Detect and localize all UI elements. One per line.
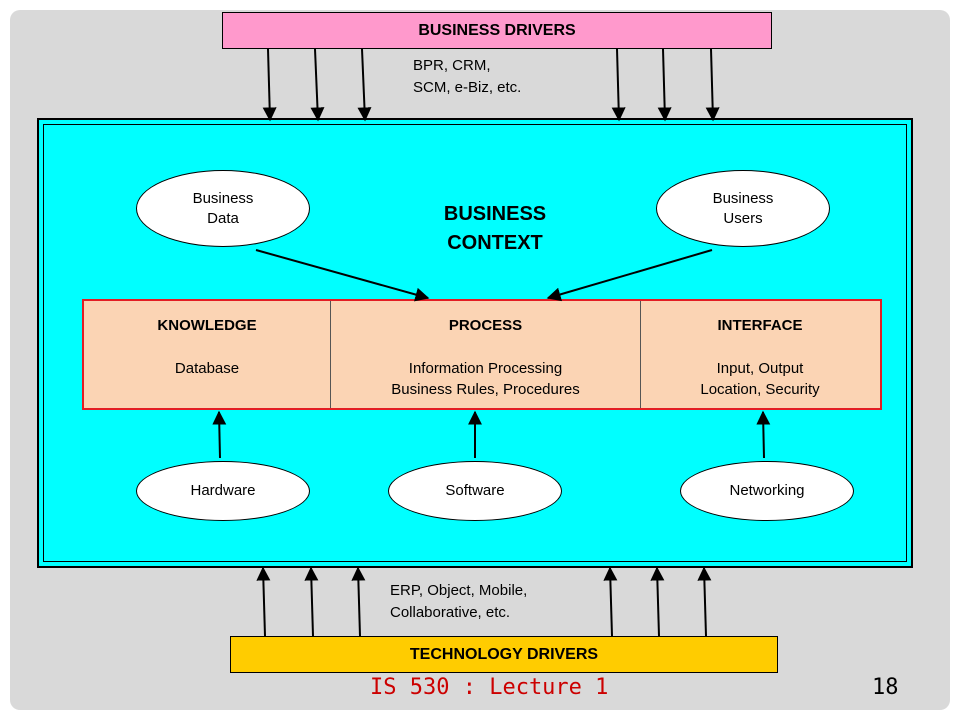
business-context-inner-border [43, 124, 907, 562]
business-users-node: Business Users [656, 170, 830, 247]
business-users-line1: Business [712, 189, 774, 207]
interface-heading: INTERFACE [717, 317, 803, 334]
page-number: 18 [872, 675, 899, 700]
technology-drivers-box: TECHNOLOGY DRIVERS [230, 636, 778, 673]
software-node: Software [388, 461, 562, 521]
business-context-title: BUSINESS CONTEXT [400, 200, 590, 258]
business-data-arrow [255, 249, 430, 302]
software-label: Software [445, 482, 505, 499]
interface-line2: Location, Security [700, 381, 820, 398]
business-data-line2: Data [207, 209, 239, 227]
technology-driver-arrow-4 [603, 566, 618, 637]
lecture-footer: IS 530 : Lecture 1 [370, 675, 609, 700]
interface-column: INTERFACE Input, Output Location, Securi… [640, 301, 879, 408]
business-users-line2: Users [723, 209, 763, 227]
business-context-title-line2: CONTEXT [447, 232, 543, 254]
technology-driver-arrow-3 [351, 566, 366, 637]
knowledge-line1: Database [174, 360, 240, 377]
networking-label: Networking [729, 482, 805, 499]
knowledge-column: KNOWLEDGE Database [84, 301, 330, 408]
business-data-line1: Business [192, 189, 254, 207]
networking-arrow [756, 410, 771, 459]
process-column: PROCESS Information Processing Business … [330, 301, 640, 408]
business-drivers-title: BUSINESS DRIVERS [418, 21, 576, 39]
business-driver-arrow-4 [611, 48, 626, 122]
business-drivers-box: BUSINESS DRIVERS [222, 12, 772, 49]
business-drivers-note: BPR, CRM, SCM, e-Biz, etc. [413, 55, 521, 99]
process-line1: Information Processing [408, 360, 563, 377]
business-driver-arrow-6 [705, 48, 720, 122]
business-driver-arrow-3 [357, 48, 372, 122]
technology-driver-arrow-1 [256, 566, 271, 637]
business-driver-arrow-1 [262, 48, 277, 122]
hardware-arrow [212, 410, 227, 459]
technology-drivers-note: ERP, Object, Mobile, Collaborative, etc. [390, 580, 527, 624]
process-line2: Business Rules, Procedures [391, 381, 580, 398]
networking-node: Networking [680, 461, 854, 521]
business-driver-arrow-5 [657, 48, 672, 122]
business-drivers-note-line1: BPR, CRM, [413, 57, 491, 74]
technology-driver-arrow-2 [304, 566, 319, 637]
business-context-title-line1: BUSINESS [443, 203, 547, 225]
process-heading: PROCESS [448, 317, 523, 334]
business-data-node: Business Data [136, 170, 310, 247]
business-drivers-note-line2: SCM, e-Biz, etc. [413, 79, 522, 96]
business-driver-arrow-2 [310, 48, 325, 122]
core-components-box: KNOWLEDGE Database PROCESS Information P… [82, 299, 882, 410]
technology-driver-arrow-5 [650, 566, 665, 637]
business-users-arrow [546, 249, 713, 302]
hardware-node: Hardware [136, 461, 310, 521]
interface-line1: Input, Output [716, 360, 804, 377]
hardware-label: Hardware [190, 482, 256, 499]
technology-driver-arrow-6 [697, 566, 712, 637]
technology-drivers-note-line1: ERP, Object, Mobile, [390, 582, 528, 599]
knowledge-heading: KNOWLEDGE [157, 317, 257, 334]
technology-drivers-title: TECHNOLOGY DRIVERS [409, 645, 599, 663]
technology-drivers-note-line2: Collaborative, etc. [390, 604, 511, 621]
